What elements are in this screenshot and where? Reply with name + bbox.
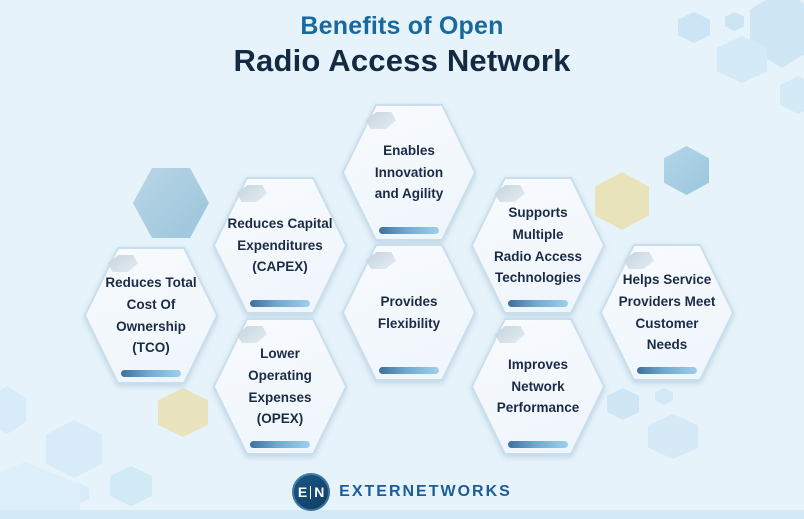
logo-letter-e: E (297, 484, 308, 500)
deco-hexagon (780, 76, 804, 114)
externetworks-logo-icon: E N (292, 473, 331, 511)
deco-hexagon (0, 386, 26, 434)
benefit-label: Reduces Total Cost Of Ownership (TCO) (105, 275, 197, 356)
hexagon-fill (602, 246, 732, 379)
benefit-label: Reduces Capital Expenditures (CAPEX) (227, 216, 333, 275)
benefit-hexagon-flexibility: Provides Flexibility (342, 244, 476, 381)
benefit-label: Helps Service Providers Meet Customer Ne… (618, 272, 716, 353)
underline-bar (508, 300, 568, 307)
underline-bar (121, 370, 181, 377)
underline-bar (508, 441, 568, 448)
deco-hexagon (648, 414, 698, 459)
benefit-hexagon-performance: Improves Network Performance (471, 318, 605, 455)
underline-bar (379, 227, 439, 234)
benefit-hexagon-capex: Reduces Capital Expenditures (CAPEX) (213, 177, 347, 314)
benefit-hexagon-opex: Lower Operating Expenses (OPEX) (213, 318, 347, 455)
deco-hexagon (664, 146, 709, 195)
benefit-hexagon-multi-rat: Supports Multiple Radio Access Technolog… (471, 177, 605, 314)
logo-divider (310, 485, 312, 499)
deco-hexagon (133, 168, 209, 238)
underline-bar (250, 441, 310, 448)
underline-bar (250, 300, 310, 307)
benefit-hexagon-customer-needs: Helps Service Providers Meet Customer Ne… (600, 244, 734, 381)
underline-bar (379, 367, 439, 374)
benefit-label: Enables Innovation and Agility (374, 143, 444, 202)
benefit-label: Lower Operating Expenses (OPEX) (248, 346, 312, 427)
deco-hexagon (655, 388, 673, 405)
benefit-label: Supports Multiple Radio Access Technolog… (493, 205, 583, 286)
benefit-hexagon-tco: Reduces Total Cost Of Ownership (TCO) (84, 247, 218, 384)
title-subtitle: Benefits of Open (300, 12, 504, 40)
logo-letter-n: N (314, 484, 325, 500)
deco-hexagon (607, 388, 639, 420)
underline-bar (637, 367, 697, 374)
brand-footer: E N EXTERNETWORKS (0, 473, 804, 511)
benefit-hexagon-innovation: Enables Innovation and Agility (342, 104, 476, 241)
title-main: Radio Access Network (233, 43, 571, 78)
deco-hexagon (158, 388, 208, 437)
bottom-strip (0, 510, 804, 519)
benefit-label: Provides Flexibility (377, 293, 441, 331)
benefit-label: Improves Network Performance (496, 357, 580, 416)
deco-hexagon (46, 420, 102, 478)
brand-name: EXTERNETWORKS (339, 483, 512, 500)
page-title: Benefits of Open Radio Access Network (0, 12, 804, 79)
